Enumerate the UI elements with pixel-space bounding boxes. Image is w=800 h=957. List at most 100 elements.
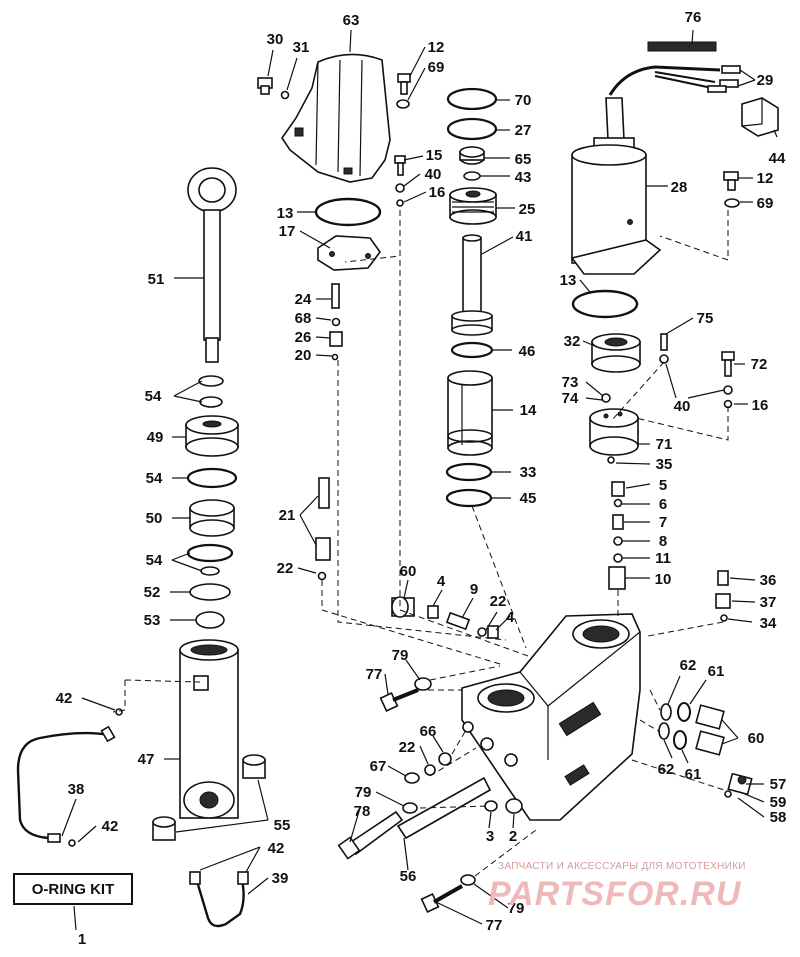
callout-57: 57 xyxy=(770,776,787,793)
callout-40: 40 xyxy=(674,398,691,415)
callout-66: 66 xyxy=(420,723,437,740)
fitting-60-left-part xyxy=(391,596,415,618)
callout-39: 39 xyxy=(272,870,289,887)
pump-housing-part xyxy=(461,613,641,821)
callout-38: 38 xyxy=(68,781,85,798)
callout-59: 59 xyxy=(770,794,787,811)
callout-53: 53 xyxy=(144,612,161,629)
o-ring-27-part xyxy=(446,117,498,141)
callout-67: 67 xyxy=(370,758,387,775)
washer-40-right-part xyxy=(723,385,733,395)
callout-49: 49 xyxy=(147,429,164,446)
tube-39-part xyxy=(194,877,245,928)
callout-4: 4 xyxy=(506,609,515,626)
valve-10-part xyxy=(608,566,626,590)
callout-62: 62 xyxy=(680,657,697,674)
washer-31-part xyxy=(280,90,290,100)
o-ring-46-part xyxy=(450,341,494,359)
callout-40: 40 xyxy=(425,166,442,183)
o-ring-54b-part xyxy=(199,396,223,408)
callout-22: 22 xyxy=(490,593,507,610)
callout-45: 45 xyxy=(520,490,537,507)
o-ring-62-part xyxy=(660,703,672,721)
o-ring-54d-part xyxy=(186,543,234,563)
o-ring-54a-part xyxy=(198,375,224,387)
seat-26-part xyxy=(329,331,343,347)
spring-36-part xyxy=(717,570,729,586)
connector-44-part xyxy=(741,97,779,137)
callout-3: 3 xyxy=(486,828,494,845)
o-ring-43-part xyxy=(463,171,481,181)
callout-2: 2 xyxy=(509,828,517,845)
callout-61: 61 xyxy=(685,766,702,783)
callout-17: 17 xyxy=(279,223,296,240)
callout-42: 42 xyxy=(102,818,119,835)
watermark-logo: PARTSFOR.RU xyxy=(488,875,742,913)
o-ring-kit-box: O-RING KIT xyxy=(13,873,133,905)
callout-70: 70 xyxy=(515,92,532,109)
callout-74: 74 xyxy=(562,390,579,407)
callout-69: 69 xyxy=(757,195,774,212)
fitting-60-right-part xyxy=(695,704,725,756)
callout-30: 30 xyxy=(267,31,284,48)
callout-52: 52 xyxy=(144,584,161,601)
callout-32: 32 xyxy=(564,333,581,350)
washer-79b-part xyxy=(402,802,418,814)
callout-44: 44 xyxy=(769,150,786,167)
callout-24: 24 xyxy=(295,291,312,308)
cylinder-14-part xyxy=(447,370,493,456)
o-ring-13-right-part xyxy=(571,289,639,319)
bushing-2-part xyxy=(505,798,523,814)
o-ring-13-left-part xyxy=(314,197,382,227)
callout-78: 78 xyxy=(354,803,371,820)
o-ring-kit-label: O-RING KIT xyxy=(31,880,115,898)
callout-34: 34 xyxy=(760,615,777,632)
o-ring-54c-part xyxy=(186,467,238,489)
bolt-77-part xyxy=(379,688,419,712)
callout-22: 22 xyxy=(399,739,416,756)
callout-79: 79 xyxy=(355,784,372,801)
callout-71: 71 xyxy=(656,436,673,453)
callout-5: 5 xyxy=(659,477,667,494)
spring-24-part xyxy=(331,283,340,309)
trim-rod-51-part xyxy=(187,167,237,363)
callout-13: 13 xyxy=(277,205,294,222)
callout-25: 25 xyxy=(519,201,536,218)
callout-36: 36 xyxy=(760,572,777,589)
callout-42: 42 xyxy=(56,690,73,707)
parts-artwork xyxy=(16,29,779,931)
o-ring-68-part xyxy=(331,317,341,327)
motor-28-part xyxy=(570,97,662,275)
wire-29-part xyxy=(608,65,721,96)
callout-61: 61 xyxy=(708,663,725,680)
callout-15: 15 xyxy=(426,147,443,164)
screw-30-part xyxy=(257,77,273,95)
o-ring-22-part xyxy=(317,571,327,581)
screw-12-right-part xyxy=(723,171,739,191)
callout-10: 10 xyxy=(655,571,672,588)
callout-7: 7 xyxy=(659,514,667,531)
callout-60: 60 xyxy=(400,563,417,580)
spring-5-part xyxy=(611,481,625,497)
seat-7-part xyxy=(612,514,624,530)
tube-38-part xyxy=(16,731,111,840)
bolt-77b-part xyxy=(420,884,463,913)
callout-60: 60 xyxy=(748,730,765,747)
pump-71-part xyxy=(589,408,639,456)
o-ring-35-part xyxy=(607,456,615,464)
callout-4: 4 xyxy=(437,573,446,590)
o-ring-61b-part xyxy=(673,730,687,750)
screw-75-part xyxy=(659,333,669,364)
callout-73: 73 xyxy=(562,374,579,391)
plug-37-part xyxy=(715,593,731,609)
callout-6: 6 xyxy=(659,496,667,513)
callout-leaders xyxy=(61,29,778,931)
ball-6-part xyxy=(613,498,623,508)
nut-53-part xyxy=(195,611,225,629)
washer-79c-part xyxy=(460,874,476,886)
callout-22: 22 xyxy=(277,560,294,577)
screw-15-part xyxy=(394,155,406,176)
o-ring-45-part xyxy=(445,488,493,508)
callout-16: 16 xyxy=(752,397,769,414)
o-ring-11-part xyxy=(613,553,623,563)
